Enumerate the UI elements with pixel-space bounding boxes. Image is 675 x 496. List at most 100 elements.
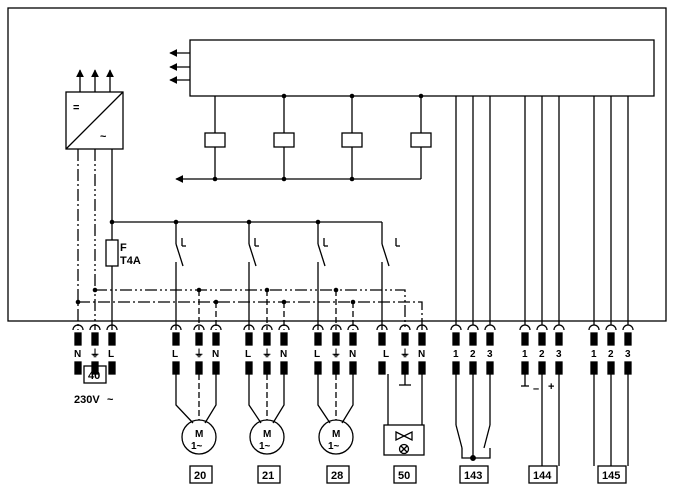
motor-20-number: 20 bbox=[194, 470, 206, 482]
terminal-pin bbox=[245, 332, 253, 346]
motor-21-number: 21 bbox=[262, 470, 274, 482]
valve-icon bbox=[383, 424, 425, 456]
terminal-pin bbox=[538, 332, 546, 346]
connector-143-switch bbox=[455, 424, 463, 449]
motor-20-label: M bbox=[195, 429, 203, 440]
terminal-socket bbox=[278, 324, 290, 331]
plug-pin bbox=[452, 361, 460, 375]
terminal-pin bbox=[195, 332, 203, 346]
plug-pin bbox=[555, 361, 563, 375]
control-board-frame bbox=[7, 7, 667, 322]
terminal-label: ⏚ bbox=[194, 348, 204, 360]
terminal-labels: N ⏚ L L ⏚ N L ⏚ N L ⏚ N L ⏚ N 1 2 3 1 2 … bbox=[74, 348, 631, 360]
plug-pin bbox=[280, 361, 288, 375]
terminal-socket bbox=[210, 324, 222, 331]
terminal-pin bbox=[624, 332, 632, 346]
terminal-pin bbox=[212, 332, 220, 346]
motor-20-phase: 1~ bbox=[191, 441, 203, 452]
terminal-label: L bbox=[108, 349, 114, 360]
motor-wire-live bbox=[317, 374, 331, 424]
supply-voltage-symbol: ~ bbox=[107, 394, 114, 406]
terminal-label: N bbox=[280, 349, 287, 360]
plug-pin bbox=[401, 361, 409, 375]
plug-pin bbox=[469, 361, 477, 375]
terminal-pin bbox=[314, 332, 322, 346]
connector-145-number: 145 bbox=[602, 470, 620, 482]
plug-pin bbox=[486, 361, 494, 375]
valve-number: 50 bbox=[398, 470, 410, 482]
terminal-pin bbox=[349, 332, 357, 346]
motor-20-icon bbox=[181, 419, 217, 455]
terminal-socket bbox=[347, 324, 359, 331]
plug-pin bbox=[212, 361, 220, 375]
plug-pin bbox=[349, 361, 357, 375]
terminal-label: L bbox=[172, 349, 178, 360]
terminal-pin bbox=[401, 332, 409, 346]
terminal-socket bbox=[484, 324, 496, 331]
terminal-socket bbox=[243, 324, 255, 331]
fuse-rating: T4A bbox=[120, 255, 141, 267]
plug-pin bbox=[314, 361, 322, 375]
plug-pin bbox=[195, 361, 203, 375]
terminal-label: 3 bbox=[556, 349, 562, 360]
controller-module bbox=[189, 39, 655, 97]
motor-wire-live bbox=[248, 374, 262, 424]
relay-coils bbox=[175, 96, 432, 183]
terminal-label: ⏚ bbox=[400, 348, 410, 360]
motor-21-box bbox=[257, 465, 281, 484]
terminal-label: ⏚ bbox=[262, 348, 272, 360]
controller-outputs-arrows bbox=[169, 49, 190, 84]
plug-pin bbox=[607, 361, 615, 375]
motor-28-box bbox=[326, 465, 350, 484]
terminal-label: ⏚ bbox=[331, 348, 341, 360]
terminal-pin bbox=[521, 332, 529, 346]
junction-dots bbox=[75, 93, 424, 305]
terminal-pin bbox=[332, 332, 340, 346]
plug-pin bbox=[538, 361, 546, 375]
terminal-socket bbox=[605, 324, 617, 331]
terminal-socket bbox=[261, 324, 273, 331]
terminal-pin bbox=[590, 332, 598, 346]
fuse bbox=[105, 239, 119, 267]
plug-pin bbox=[91, 361, 99, 375]
terminal-pin bbox=[555, 332, 563, 346]
connector-143-switch bbox=[483, 424, 491, 449]
terminal-label: L bbox=[314, 349, 320, 360]
supply-box bbox=[83, 365, 107, 384]
terminal-pin bbox=[108, 332, 116, 346]
relay-coil-4 bbox=[410, 132, 432, 148]
connector-144-number: 144 bbox=[533, 470, 552, 482]
motor-21-icon bbox=[249, 419, 285, 455]
terminal-label: 3 bbox=[487, 349, 493, 360]
terminal-label: L bbox=[245, 349, 251, 360]
terminal-socket bbox=[170, 324, 182, 331]
terminal-pin bbox=[378, 332, 386, 346]
polarity-minus: – bbox=[533, 383, 539, 395]
terminal-socket bbox=[450, 324, 462, 331]
plug-pin bbox=[172, 361, 180, 375]
connector-143-box bbox=[459, 465, 489, 484]
supply-box-number: 40 bbox=[88, 370, 100, 382]
terminal-socket bbox=[72, 324, 84, 331]
terminal-label: L bbox=[383, 349, 389, 360]
plug-pin bbox=[108, 361, 116, 375]
terminal-pin bbox=[486, 332, 494, 346]
terminal-pin bbox=[263, 332, 271, 346]
terminal-label: 2 bbox=[608, 349, 614, 360]
terminal-socket bbox=[622, 324, 634, 331]
connector-144-box bbox=[528, 465, 558, 484]
terminal-pin bbox=[172, 332, 180, 346]
terminal-label: 1 bbox=[522, 349, 528, 360]
plug-pin bbox=[245, 361, 253, 375]
plug-pin bbox=[74, 361, 82, 375]
terminal-socket bbox=[376, 324, 388, 331]
terminal-label: 1 bbox=[591, 349, 597, 360]
terminal-label: N bbox=[212, 349, 219, 360]
terminal-socket bbox=[467, 324, 479, 331]
relay-coil-2 bbox=[273, 132, 295, 148]
terminal-pin bbox=[74, 332, 82, 346]
terminal-socket bbox=[519, 324, 531, 331]
terminal-socket bbox=[536, 324, 548, 331]
plug-pin bbox=[263, 361, 271, 375]
